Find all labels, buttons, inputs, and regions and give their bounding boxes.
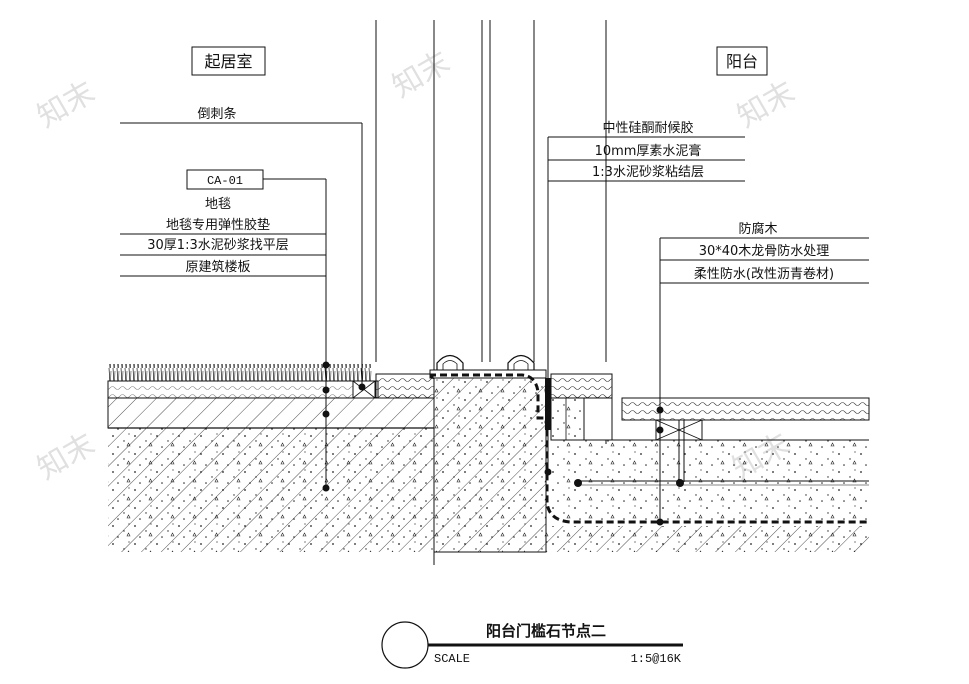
right-floor-section (546, 397, 870, 552)
scale-value: 1:5@16K (631, 652, 682, 666)
label-wood: 防腐木 (738, 221, 777, 237)
svg-text:知末: 知末 (387, 45, 456, 105)
room-label-right: 阳台 (716, 46, 768, 76)
label-joist: 30*40木龙骨防水处理 (699, 243, 830, 259)
leader-right (659, 237, 869, 522)
svg-text:CA-01: CA-01 (207, 174, 243, 188)
svg-text:知末: 知末 (32, 75, 101, 135)
leader-center (547, 136, 745, 472)
svg-text:知末: 知末 (732, 75, 801, 135)
leader-dots-right (656, 406, 664, 526)
leader-dots-center (544, 386, 552, 476)
leader-dots-left (322, 361, 330, 492)
label-cement-paste: 10mm厚素水泥膏 (595, 143, 702, 159)
label-sealant: 中性硅酮耐候胶 (602, 120, 693, 136)
room-label-left: 起居室 (191, 46, 266, 76)
title-block: 阳台门槛石节点二 SCALE 1:5@16K (381, 621, 683, 669)
label-pad: 地毯专用弹性胶垫 (166, 217, 270, 233)
label-strip: 倒刺条 (197, 106, 236, 122)
svg-text:知末: 知末 (32, 427, 101, 487)
label-carpet: 地毯 (205, 197, 231, 212)
leader-dot-strip (358, 383, 366, 391)
svg-text:起居室: 起居室 (204, 52, 252, 71)
label-slab: 原建筑楼板 (185, 259, 250, 275)
label-membrane: 柔性防水(改性沥青卷材) (694, 266, 834, 282)
scale-label: SCALE (434, 652, 470, 666)
svg-text:阳台: 阳台 (726, 52, 758, 71)
title-text: 阳台门槛石节点二 (486, 622, 606, 640)
leader-strip (120, 122, 363, 387)
label-screed: 30厚1:3水泥砂浆找平层 (147, 238, 288, 253)
code-tag: CA-01 (186, 169, 326, 190)
threshold-section (375, 354, 869, 553)
left-floor-section (107, 364, 435, 552)
label-mortar: 1:3水泥砂浆粘结层 (592, 165, 704, 180)
leader-left-layers (120, 179, 327, 488)
